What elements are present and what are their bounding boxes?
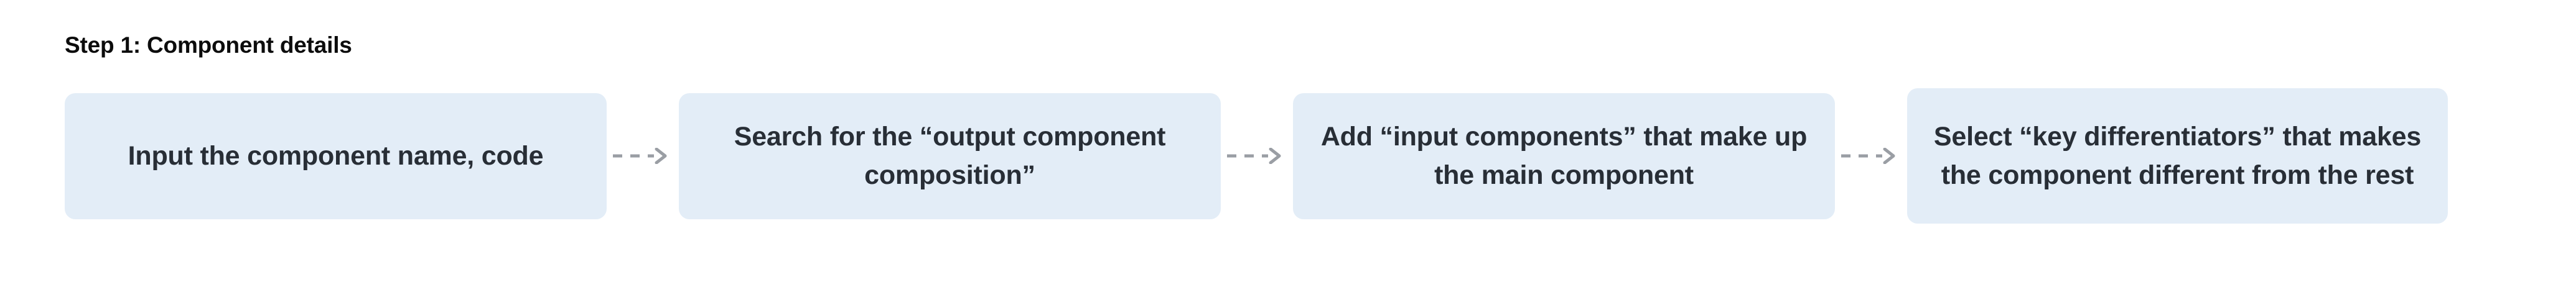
step-box-4[interactable]: Select “key differentiators” that makes … [1907, 88, 2448, 224]
dashed-arrow-right-icon [607, 143, 679, 168]
process-flow-row: Input the component name, code Search fo… [65, 84, 2448, 227]
step-box-1-label: Input the component name, code [128, 141, 544, 171]
step-box-2-label: Search for the “output component composi… [734, 122, 1166, 190]
step-box-3[interactable]: Add “input components” that make up the … [1293, 93, 1835, 219]
step-box-2[interactable]: Search for the “output component composi… [679, 93, 1221, 219]
flow-step-1: Input the component name, code [65, 93, 607, 219]
flow-step-2: Search for the “output component composi… [679, 93, 1221, 219]
step-box-3-label: Add “input components” that make up the … [1320, 122, 1808, 190]
step-box-4-label: Select “key differentiators” that makes … [1933, 122, 2422, 190]
dashed-arrow-right-icon [1835, 143, 1907, 168]
flow-step-4: Select “key differentiators” that makes … [1907, 88, 2448, 224]
page-title: Step 1: Component details [65, 32, 352, 58]
dashed-arrow-right-icon [1221, 143, 1293, 168]
step-box-1[interactable]: Input the component name, code [65, 93, 607, 219]
flow-step-3: Add “input components” that make up the … [1293, 93, 1835, 219]
